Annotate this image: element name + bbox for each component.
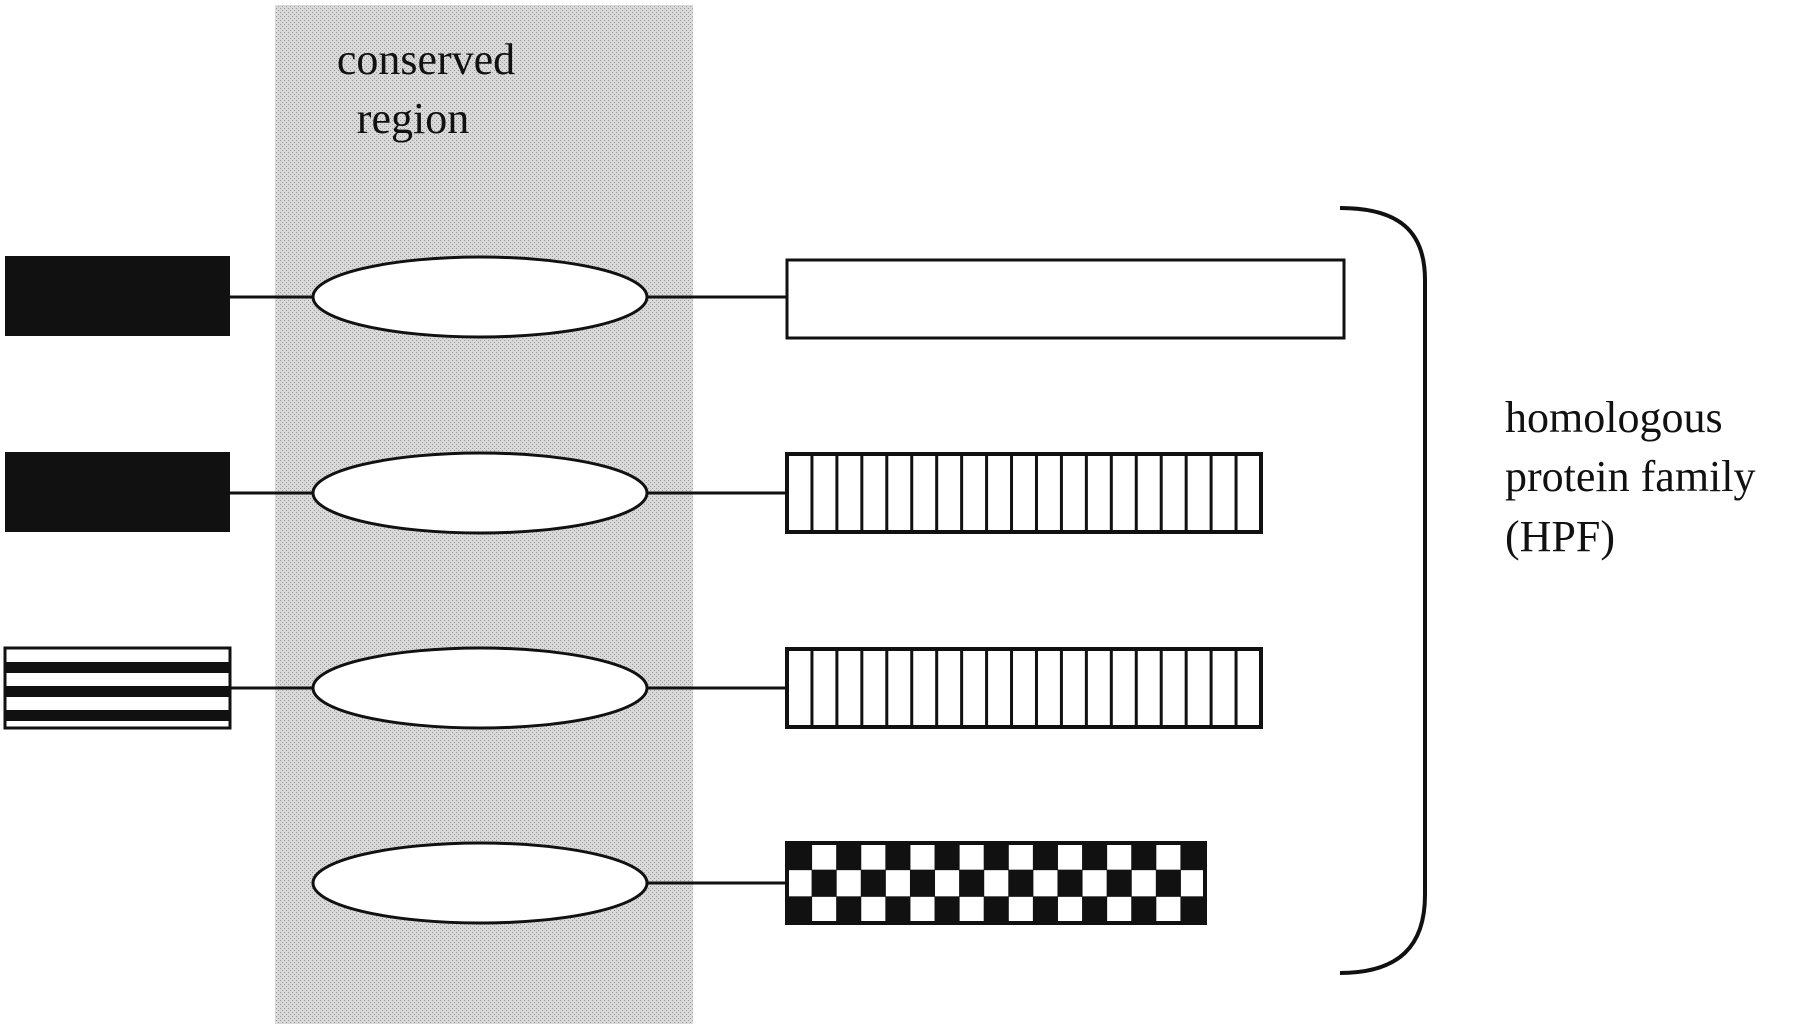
protein-row-2 [5,451,1263,535]
right-domain-vertical-stripes [785,647,1263,729]
family-label-line2: protein family [1505,452,1756,501]
family-bracket [1339,206,1427,975]
left-domain-solid [5,452,230,532]
right-domain-checkerboard [785,841,1207,925]
right-domain-vertical-stripes [785,452,1263,534]
left-domain-horizontal-stripes [3,646,232,730]
left-domain-solid [5,256,230,336]
family-label-line1: homologous [1505,393,1723,442]
family-label-line3: (HPF) [1505,512,1615,561]
conserved-domain-ellipse [311,255,649,339]
conserved-region-label-line1: conserved [337,35,515,84]
conserved-domain-ellipse [311,841,649,925]
right-domain-plain [785,258,1346,340]
protein-row-4 [311,841,1207,925]
protein-row-1 [5,255,1346,340]
conserved-domain-ellipse [311,451,649,535]
conserved-domain-ellipse [311,646,649,730]
conserved-region-label-line2: region [357,94,469,143]
protein-row-3 [3,646,1263,730]
